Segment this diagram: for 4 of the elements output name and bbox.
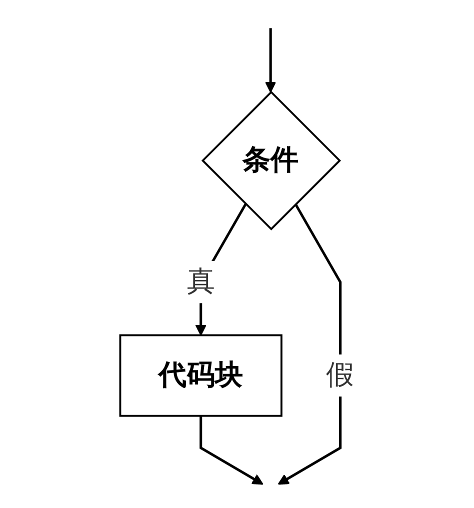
process-box: 代码块 bbox=[118, 334, 282, 417]
arrow bbox=[264, 28, 276, 93]
arrow bbox=[199, 416, 264, 485]
decision-diamond: 条件 bbox=[201, 90, 341, 230]
